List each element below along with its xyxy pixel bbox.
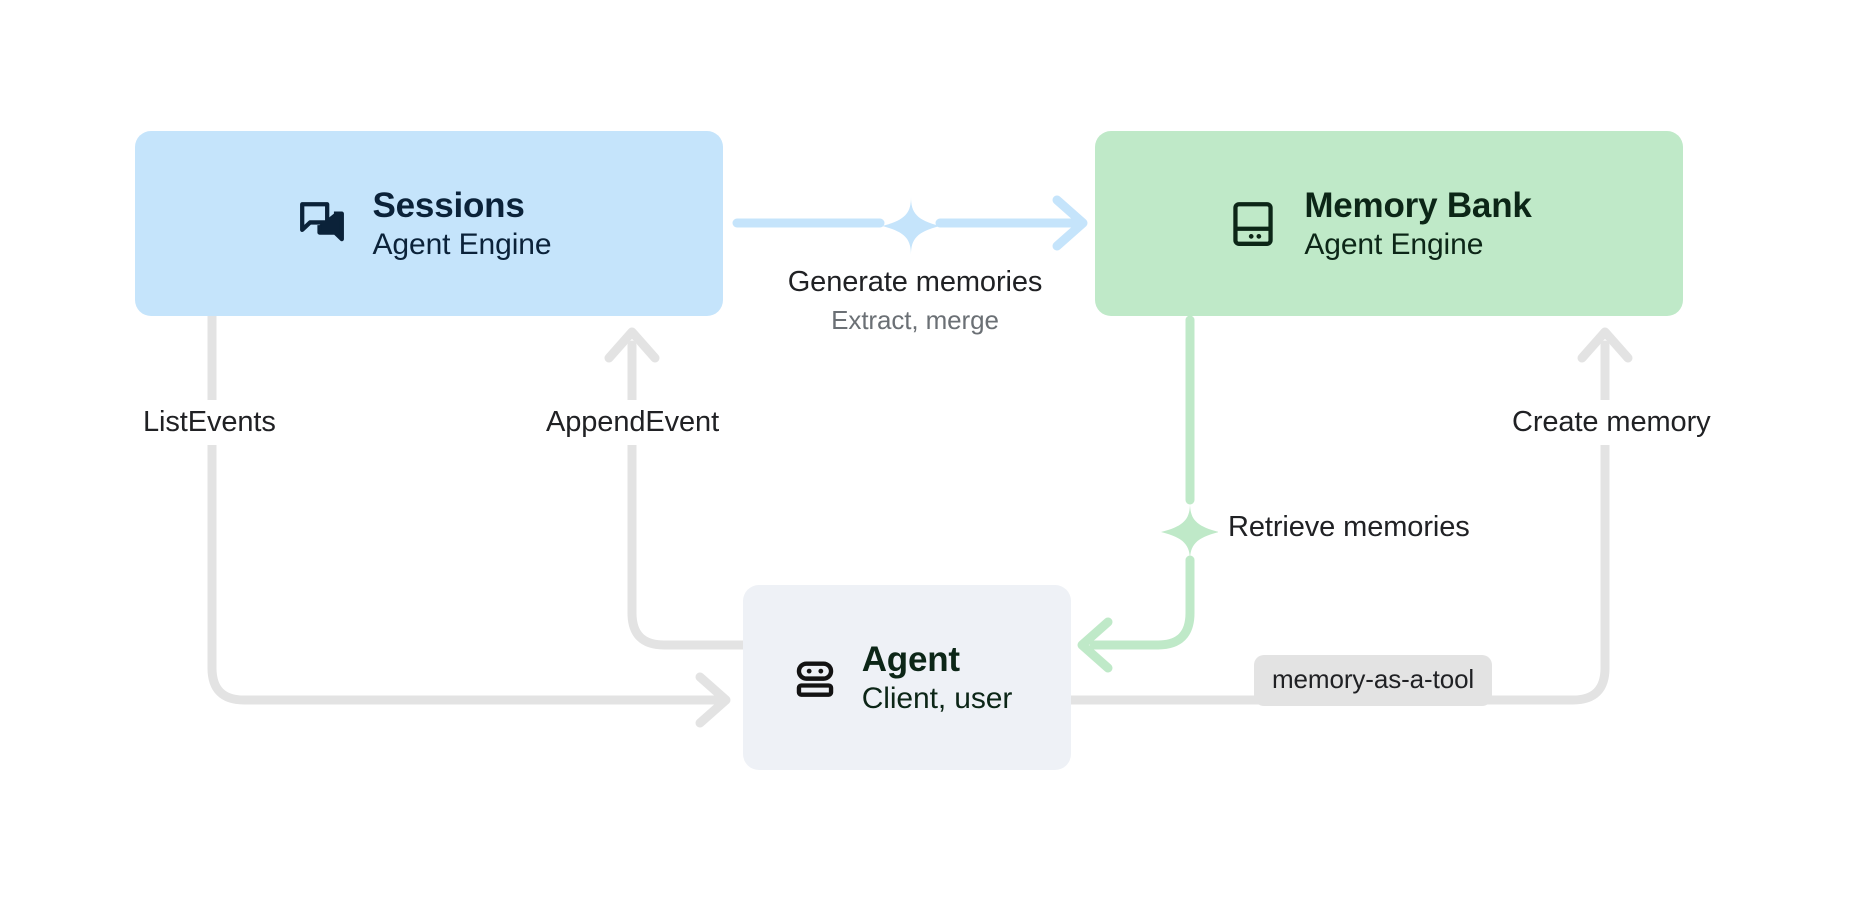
edge-label-generate-memories-main: Generate memories [787, 266, 1043, 298]
node-memory-bank[interactable]: Memory Bank Agent Engine [1095, 131, 1683, 316]
badge-memory-as-a-tool: memory-as-a-tool [1254, 655, 1493, 706]
edge-list-events [207, 311, 723, 705]
edge-append-event [627, 340, 748, 650]
edge-retrieve-memories-arrowhead [1077, 617, 1113, 673]
robot-icon [790, 653, 840, 703]
sparkle-icon [1161, 503, 1219, 561]
node-sessions-title: Sessions [372, 185, 525, 225]
node-agent[interactable]: Agent Client, user [743, 585, 1071, 770]
edge-label-append-event: AppendEvent [536, 400, 730, 445]
edge-label-list-events: ListEvents [133, 400, 286, 445]
sparkle-icon [882, 197, 940, 255]
edge-label-create-memory: Create memory [1502, 400, 1721, 445]
node-sessions[interactable]: Sessions Agent Engine [135, 131, 723, 316]
edge-retrieve-memories-seg2 [1089, 555, 1195, 650]
edge-list-events-arrowhead [695, 672, 731, 728]
edge-label-generate-memories: Generate memories Extract, merge [770, 262, 1060, 340]
edge-append-event-arrowhead [604, 327, 660, 363]
edge-create-memory-arrowhead [1577, 327, 1633, 363]
edge-generate-memories-arrowhead [1052, 195, 1088, 251]
node-sessions-subtitle: Agent Engine [372, 227, 552, 261]
chat-bubbles-icon [295, 197, 349, 251]
edge-label-retrieve-memories: Retrieve memories [1218, 505, 1480, 550]
node-memory-bank-subtitle: Agent Engine [1304, 227, 1484, 261]
node-memory-bank-title: Memory Bank [1304, 185, 1532, 225]
node-agent-subtitle: Client, user [861, 681, 1013, 715]
database-drive-icon [1226, 197, 1280, 251]
node-agent-title: Agent [861, 639, 960, 679]
edge-label-generate-memories-sub: Extract, merge [831, 305, 999, 335]
